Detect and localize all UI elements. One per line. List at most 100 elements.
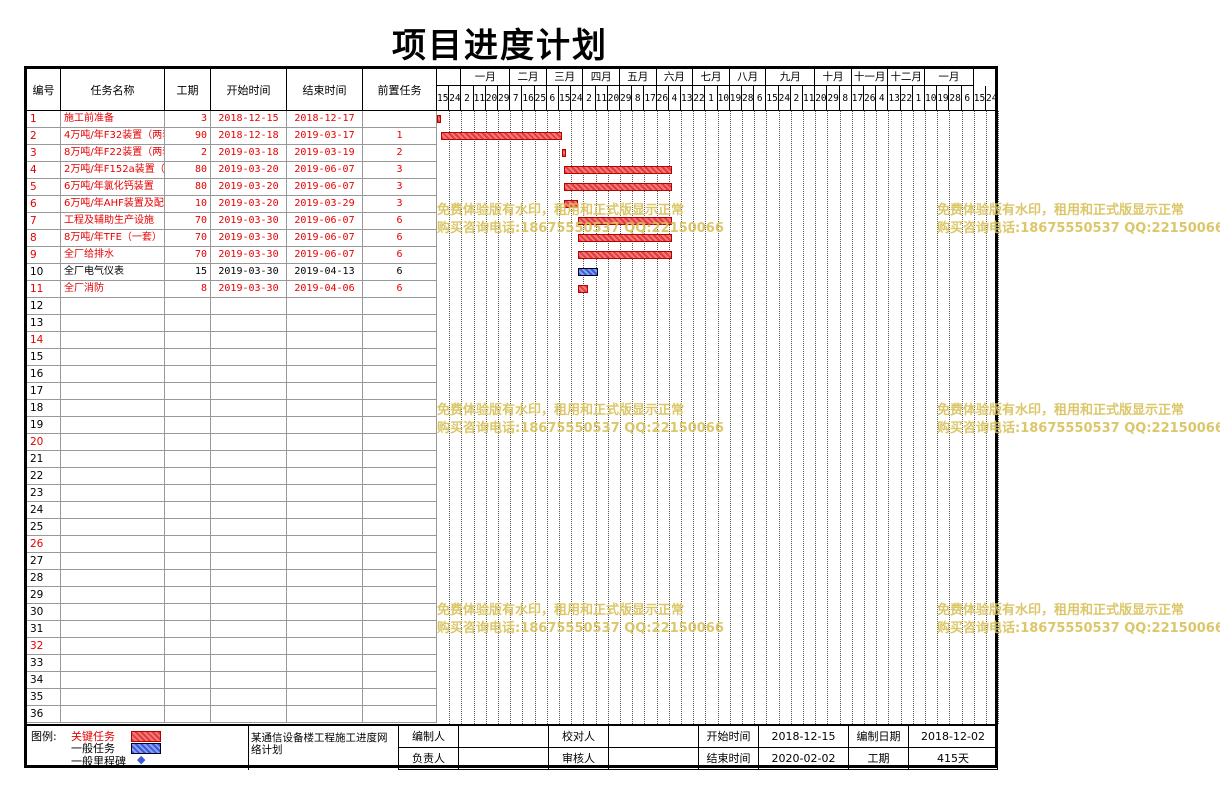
cell-name[interactable] (61, 519, 165, 535)
cell-duration[interactable] (165, 298, 211, 314)
cell-pred[interactable] (363, 689, 437, 705)
table-row[interactable]: 23 (27, 485, 437, 502)
cell-start[interactable] (211, 298, 287, 314)
cell-end[interactable] (287, 366, 363, 382)
cell-name[interactable] (61, 417, 165, 433)
table-row[interactable]: 18 (27, 400, 437, 417)
cell-end[interactable] (287, 553, 363, 569)
cell-start[interactable] (211, 706, 287, 722)
cell-name[interactable]: 8万吨/年F22装置（两套） (61, 145, 165, 161)
cell-end[interactable] (287, 604, 363, 620)
col-header-duration[interactable]: 工期 (165, 69, 211, 111)
cell-id[interactable]: 11 (27, 281, 61, 297)
cell-name[interactable] (61, 689, 165, 705)
cell-id[interactable]: 23 (27, 485, 61, 501)
cell-start[interactable] (211, 536, 287, 552)
cell-duration[interactable] (165, 587, 211, 603)
cell-pred[interactable] (363, 468, 437, 484)
col-header-name[interactable]: 任务名称 (61, 69, 165, 111)
table-row[interactable]: 12 (27, 298, 437, 315)
cell-end[interactable] (287, 332, 363, 348)
cell-name[interactable] (61, 298, 165, 314)
cell-id[interactable]: 19 (27, 417, 61, 433)
cell-start[interactable] (211, 315, 287, 331)
cell-end[interactable]: 2019-06-07 (287, 213, 363, 229)
table-row[interactable]: 33 (27, 655, 437, 672)
cell-name[interactable] (61, 332, 165, 348)
cell-pred[interactable]: 6 (363, 281, 437, 297)
cell-start[interactable] (211, 689, 287, 705)
col-header-start[interactable]: 开始时间 (211, 69, 287, 111)
gantt-bar[interactable] (441, 132, 562, 140)
cell-name[interactable]: 6万吨/年氯化钙装置 (61, 179, 165, 195)
table-row[interactable]: 16 (27, 366, 437, 383)
gantt-bar[interactable] (577, 251, 672, 259)
cell-end[interactable]: 2019-06-07 (287, 162, 363, 178)
cell-end[interactable] (287, 621, 363, 637)
cell-id[interactable]: 27 (27, 553, 61, 569)
cell-duration[interactable]: 80 (165, 162, 211, 178)
cell-name[interactable] (61, 434, 165, 450)
gantt-bar[interactable] (564, 183, 672, 191)
cell-pred[interactable]: 1 (363, 128, 437, 144)
cell-duration[interactable] (165, 672, 211, 688)
cell-duration[interactable]: 90 (165, 128, 211, 144)
cell-start[interactable] (211, 587, 287, 603)
cell-start[interactable] (211, 570, 287, 586)
cell-id[interactable]: 12 (27, 298, 61, 314)
cell-duration[interactable]: 8 (165, 281, 211, 297)
gantt-bar[interactable] (577, 234, 672, 242)
cell-name[interactable] (61, 502, 165, 518)
cell-end[interactable] (287, 536, 363, 552)
cell-id[interactable]: 25 (27, 519, 61, 535)
cell-end[interactable] (287, 400, 363, 416)
table-row[interactable]: 20 (27, 434, 437, 451)
cell-end[interactable]: 2019-06-07 (287, 230, 363, 246)
cell-duration[interactable] (165, 655, 211, 671)
cell-id[interactable]: 24 (27, 502, 61, 518)
cell-name[interactable] (61, 621, 165, 637)
cell-end[interactable]: 2019-06-07 (287, 179, 363, 195)
checker-value[interactable] (609, 726, 699, 748)
cell-end[interactable] (287, 570, 363, 586)
cell-name[interactable] (61, 604, 165, 620)
cell-name[interactable] (61, 485, 165, 501)
cell-pred[interactable]: 6 (363, 213, 437, 229)
cell-name[interactable] (61, 468, 165, 484)
cell-start[interactable] (211, 468, 287, 484)
cell-duration[interactable] (165, 706, 211, 722)
cell-pred[interactable] (363, 451, 437, 467)
responsible-value[interactable] (459, 748, 549, 770)
cell-id[interactable]: 14 (27, 332, 61, 348)
cell-name[interactable] (61, 451, 165, 467)
cell-name[interactable] (61, 349, 165, 365)
table-row[interactable]: 34 (27, 672, 437, 689)
cell-pred[interactable] (363, 434, 437, 450)
cell-duration[interactable] (165, 689, 211, 705)
table-row[interactable]: 27 (27, 553, 437, 570)
cell-id[interactable]: 21 (27, 451, 61, 467)
cell-start[interactable]: 2019-03-30 (211, 213, 287, 229)
cell-start[interactable]: 2019-03-20 (211, 179, 287, 195)
cell-id[interactable]: 31 (27, 621, 61, 637)
cell-pred[interactable] (363, 298, 437, 314)
cell-name[interactable]: 全厂消防 (61, 281, 165, 297)
table-row[interactable]: 13 (27, 315, 437, 332)
cell-name[interactable] (61, 655, 165, 671)
cell-pred[interactable]: 6 (363, 230, 437, 246)
cell-id[interactable]: 35 (27, 689, 61, 705)
cell-name[interactable]: 全厂电气仪表 (61, 264, 165, 280)
cell-name[interactable] (61, 570, 165, 586)
cell-id[interactable]: 6 (27, 196, 61, 212)
cell-name[interactable] (61, 638, 165, 654)
cell-pred[interactable] (363, 349, 437, 365)
cell-duration[interactable] (165, 349, 211, 365)
table-row[interactable]: 24 (27, 502, 437, 519)
cell-start[interactable]: 2019-03-30 (211, 230, 287, 246)
cell-start[interactable]: 2018-12-18 (211, 128, 287, 144)
cell-duration[interactable] (165, 570, 211, 586)
